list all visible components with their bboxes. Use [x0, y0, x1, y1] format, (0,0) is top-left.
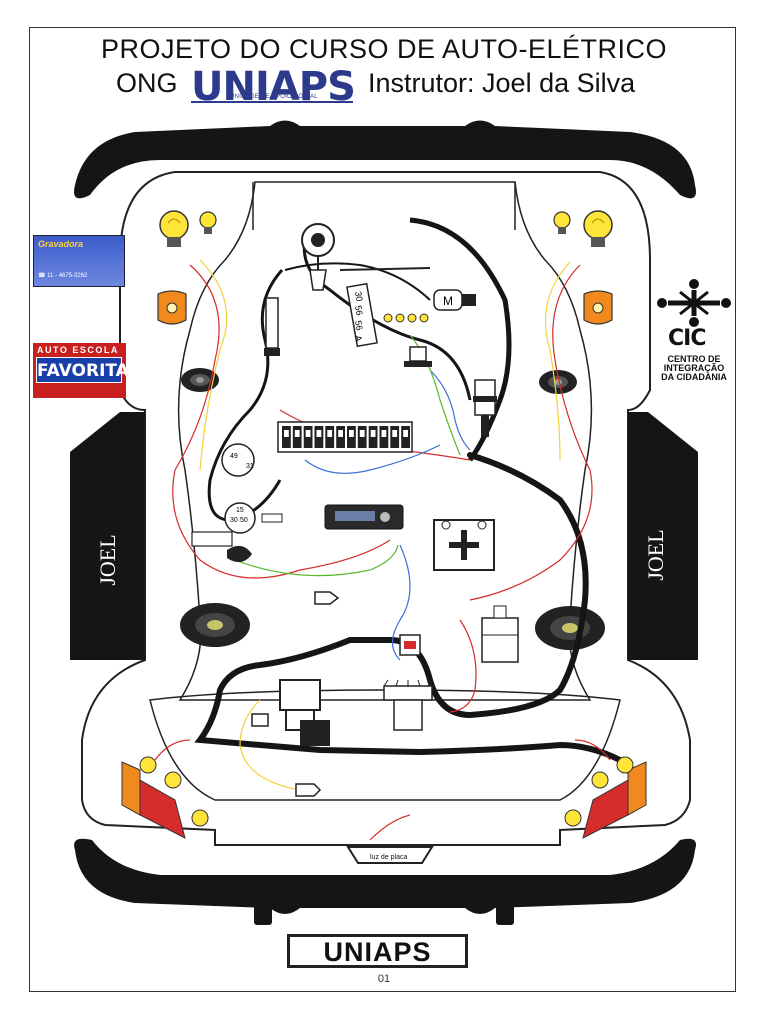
rear-bulbs-left [139, 756, 209, 827]
flasher-label-31: 31 [246, 463, 254, 470]
speaker-rear-left [180, 603, 250, 647]
fuse-window [359, 430, 365, 437]
wiper-motor [433, 289, 476, 311]
ong-label: ONG [116, 68, 178, 98]
switch-label-56b: 56 [353, 320, 365, 332]
fuse-window [349, 430, 354, 437]
distributor [383, 679, 433, 731]
rear-bumper-bracket-left [254, 880, 272, 925]
motor-label: M [443, 294, 453, 308]
indicator-lights [383, 313, 429, 323]
starter-solenoid [399, 634, 421, 656]
fuse-window [370, 430, 376, 437]
fuse-window [284, 430, 289, 437]
favorita-box: FAVORITA [36, 357, 129, 383]
cic-logo: CIC CENTRO DE INTEGRAÇÃO DA CIDADANIA [654, 278, 734, 398]
instructor-label: Instrutor: Joel da Silva [368, 68, 636, 98]
fuse-window [403, 430, 408, 437]
sponsor-title: Gravadora [38, 239, 84, 249]
dipstick [339, 267, 431, 271]
title-line-2: ONG UNIAPS UNIDADE DE APOIO SOCIAL Instr… [0, 64, 768, 110]
engine-bay-line [252, 182, 516, 230]
main-harness [194, 452, 623, 763]
headlight-small-left [199, 211, 217, 234]
sponsor-phone: ☎ 11 - 4675-3262 [38, 273, 88, 279]
fuse-window [381, 430, 387, 437]
rear-bumper [74, 838, 696, 914]
switch-label-30: 30 [353, 291, 365, 303]
cic-text-line-3: DA CIDADANIA [661, 372, 727, 382]
rear-light-cluster-right [582, 761, 647, 839]
sponsor-ad-auto-escola: AUTO ESCOLA FAVORITA [33, 343, 129, 398]
horn-assembly [301, 223, 335, 291]
fuse-window [316, 430, 322, 437]
ignition-label-50: 50 [240, 517, 248, 524]
plate-light-label: luz de placa [370, 854, 407, 861]
turn-signal-front-right [583, 290, 613, 325]
alternator [481, 605, 519, 663]
fuse-window [392, 430, 398, 437]
ignition-coil [279, 679, 330, 746]
colored-wires [154, 259, 611, 841]
fuse-window [305, 430, 311, 437]
ignition-module [473, 379, 497, 437]
flasher-relay [221, 443, 255, 477]
speaker-rear-right [535, 606, 605, 650]
front-bumper [74, 120, 696, 199]
plate-light [346, 846, 434, 864]
dimmer-switch [191, 531, 252, 563]
temp-sensor [295, 783, 322, 797]
headlight-small-right [553, 211, 571, 234]
cic-text: CENTRO DE INTEGRAÇÃO DA CIDADANIA [654, 355, 734, 382]
fuse-slots [282, 426, 410, 448]
rear-light-cluster-left [121, 761, 186, 839]
turn-signal-front-left [157, 290, 187, 325]
sponsor-ad-gravadora: Gravadora ☎ 11 - 4675-3262 [33, 235, 125, 287]
auto-escola-label: AUTO ESCOLA [37, 345, 119, 355]
side-label-left: JOEL [95, 534, 120, 585]
cic-text-line-1: CENTRO DE [667, 354, 721, 364]
switch-label-a: A [353, 335, 364, 343]
speaker-front-right [539, 370, 577, 394]
cic-mark: CIC [668, 326, 706, 351]
stoplight-switch [404, 346, 432, 367]
rear-bulbs-right [564, 756, 634, 827]
ignition-switch [224, 502, 283, 534]
logo-subtitle: UNIDADE DE APOIO SOCIAL [230, 94, 318, 100]
ignition-label-30: 30 [230, 517, 238, 524]
rear-bumper-bracket-right [496, 880, 514, 925]
fuse-window [294, 430, 300, 437]
relay-block [264, 297, 280, 356]
harness-top [284, 262, 431, 301]
logo-underline [191, 101, 353, 103]
switch-label-56a: 56 [353, 305, 365, 317]
battery [433, 519, 495, 571]
side-label-right: JOEL [643, 529, 668, 580]
side-panel-right [628, 412, 698, 660]
page-title: PROJETO DO CURSO DE AUTO-ELÉTRICO [100, 34, 668, 64]
favorita-brand: FAVORITA [37, 361, 129, 381]
car-stereo [324, 504, 404, 530]
cic-people-icon [657, 279, 731, 327]
ignition-label-15: 15 [236, 507, 244, 514]
footer-brand: UNIAPS [287, 934, 468, 968]
spark-plug [251, 713, 269, 727]
side-panel-left [70, 412, 145, 660]
fuse-window [327, 430, 333, 437]
page-frame [29, 27, 736, 992]
flasher-label-49: 49 [230, 453, 238, 460]
light-switch [346, 282, 378, 348]
fuse-window [338, 430, 343, 437]
headlight-left [159, 210, 189, 247]
rear-deck [149, 689, 621, 801]
page-number: 01 [377, 973, 391, 985]
oil-sensor [314, 591, 340, 605]
headlight-right [583, 210, 613, 247]
cic-text-line-2: INTEGRAÇÃO [663, 363, 725, 373]
